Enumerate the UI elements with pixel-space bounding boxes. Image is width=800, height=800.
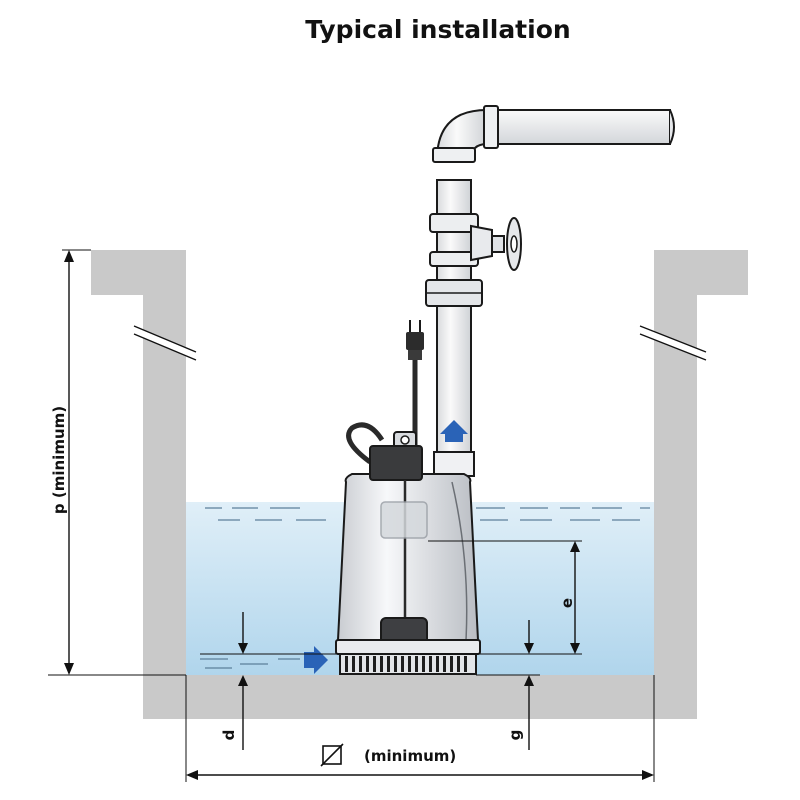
right-wall bbox=[654, 250, 748, 675]
dimension-width bbox=[185, 675, 655, 782]
dimension-d-label: d bbox=[220, 730, 238, 741]
flow-arrow-icon bbox=[304, 646, 328, 674]
dimension-g-label: g bbox=[506, 730, 524, 741]
dimension-p-label: p (minimum) bbox=[50, 406, 68, 514]
water-ripples bbox=[200, 507, 650, 669]
pump bbox=[335, 431, 481, 675]
gate-valve-icon bbox=[470, 217, 522, 271]
dimension-e bbox=[420, 540, 582, 655]
strainer-slots bbox=[345, 656, 467, 672]
dimension-width-label: (minimum) bbox=[364, 747, 456, 765]
dimension-e-label: e bbox=[558, 598, 576, 608]
dimension-g bbox=[476, 620, 540, 750]
discharge-pipe bbox=[425, 105, 675, 477]
wall-break-marks bbox=[132, 326, 708, 360]
dimension-p bbox=[48, 249, 186, 676]
dimension-d bbox=[200, 612, 340, 750]
square-diameter-icon bbox=[320, 743, 344, 767]
plug-icon bbox=[406, 320, 424, 360]
diagram-title: Typical installation bbox=[305, 15, 570, 44]
left-wall bbox=[91, 250, 186, 675]
pit-floor bbox=[143, 675, 697, 719]
flow-arrow-icon bbox=[440, 420, 468, 442]
